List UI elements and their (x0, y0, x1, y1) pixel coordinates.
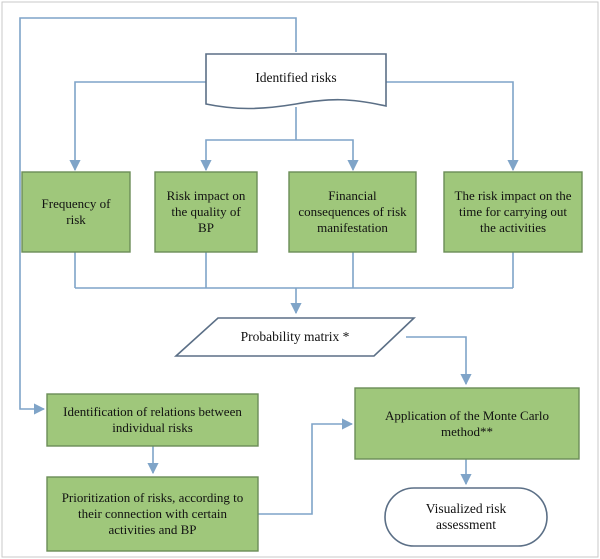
visualized-label: Visualized risk assessment (425, 500, 507, 532)
financial-label: Financial consequences of risk manifesta… (298, 188, 407, 235)
monte-carlo-label: Application of the Monte Carlo method** (385, 407, 549, 439)
frequency-label: Frequency of risk (41, 196, 111, 227)
probability-matrix-label: Probability matrix * (240, 328, 350, 344)
connector-to-financial (296, 139, 359, 172)
prioritization-box (46, 476, 259, 552)
time-impact-label: The risk impact on the time for carrying… (454, 188, 572, 235)
frequency-box (21, 171, 131, 253)
identified-risks-shape (205, 53, 387, 110)
probability-matrix-shape (173, 317, 417, 357)
connector-loop-to-identification (19, 17, 297, 415)
connector-prioritization-to-monte-carlo (258, 418, 354, 515)
connector-to-frequency (69, 81, 206, 172)
financial-box (288, 171, 417, 253)
identification-relations-box (46, 393, 259, 447)
identification-relations-label: Identification of relations between indi… (63, 404, 242, 435)
monte-carlo-box (354, 387, 580, 460)
connector-to-time-impact (386, 81, 519, 172)
visualized-shape (384, 487, 548, 547)
time-impact-box (443, 171, 583, 253)
prioritization-label: Prioritization of risks, according to th… (61, 490, 244, 537)
connector-probability-to-monte-carlo (406, 336, 472, 386)
quality-bp-label: Risk impact on the quality of BP (166, 188, 246, 235)
quality-bp-box (154, 171, 258, 253)
connector-to-quality (200, 139, 296, 172)
identified-risks-label: Identified risks (255, 69, 337, 85)
